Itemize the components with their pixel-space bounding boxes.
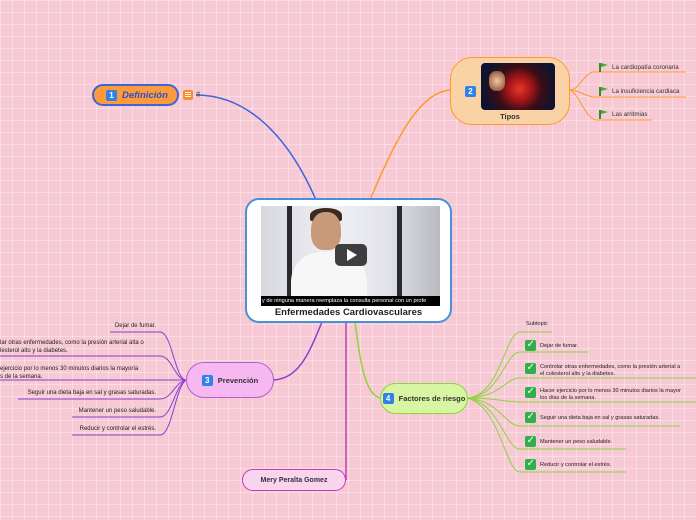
topic-label: Definición: [122, 89, 168, 101]
notes-icon[interactable]: [183, 90, 193, 100]
topic-number-badge: 1: [106, 89, 117, 101]
topic-label: Mery Peralta Gomez: [260, 476, 328, 484]
video-thumbnail[interactable]: y de ninguna manera reemplaza la consult…: [261, 206, 440, 306]
check-icon: [525, 386, 536, 398]
check-icon: [525, 362, 536, 374]
play-icon[interactable]: [335, 244, 367, 266]
subtopic-prevencion-5[interactable]: Mantener un peso saludable.: [78, 408, 156, 414]
flag-icon: [598, 87, 608, 96]
flag-icon: [598, 110, 608, 119]
subtopic-prevencion-2[interactable]: lar otras enfermedades, como la presión …: [0, 340, 144, 354]
topic-label: Factores de riesgo: [398, 394, 466, 403]
topic-factores-de-riesgo[interactable]: 4 Factores de riesgo: [380, 383, 468, 414]
topic-label: Tipos: [500, 112, 520, 121]
check-icon: [525, 435, 536, 447]
subtopic-prevencion-1[interactable]: Dejar de fumar.: [114, 323, 156, 329]
subtopic-prevencion-3[interactable]: ejercicio por lo menos 30 minutos diario…: [0, 366, 139, 380]
subtopic-tipo-2[interactable]: La insuficiencia cardiaca: [598, 87, 679, 96]
subtopic-placeholder[interactable]: Subtopic: [526, 321, 548, 327]
flag-icon: [598, 63, 608, 72]
check-icon: [525, 458, 536, 470]
subtopic-tipo-3[interactable]: Las arritmias: [598, 110, 647, 119]
subtopic-prevencion-6[interactable]: Reducir y controlar el estrés.: [79, 426, 156, 432]
heart-image: [481, 63, 555, 110]
topic-number-badge: 3: [201, 374, 213, 386]
subtopic-tipo-1[interactable]: La cardiopatía coronaria: [598, 63, 679, 72]
topic-tipos[interactable]: 2 Tipos: [450, 57, 570, 125]
topic-label: Prevención: [217, 375, 259, 385]
check-icon: [525, 411, 536, 423]
video-caption: y de ninguna manera reemplaza la consult…: [261, 296, 440, 306]
topic-number-badge: 4: [382, 393, 394, 404]
topic-definicion[interactable]: 1 Definición: [92, 84, 179, 106]
central-topic[interactable]: y de ninguna manera reemplaza la consult…: [245, 198, 452, 323]
topic-author[interactable]: Mery Peralta Gomez: [242, 469, 346, 491]
topic-prevencion[interactable]: 3 Prevención: [186, 362, 274, 398]
topic-number-badge: 2: [465, 86, 476, 97]
attachment-icon[interactable]: ⩩: [196, 90, 201, 99]
central-topic-title: Enfermedades Cardiovasculares: [274, 307, 423, 318]
check-icon: [525, 339, 536, 351]
subtopic-prevencion-4[interactable]: Seguir una dieta baja en sal y grasas sa…: [27, 390, 156, 396]
